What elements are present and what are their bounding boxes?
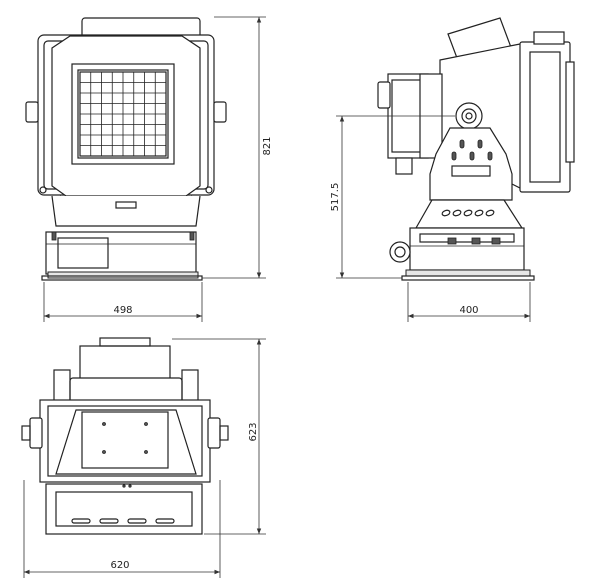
side-view xyxy=(377,17,575,281)
dimension-top-height: 623 xyxy=(172,338,266,535)
dimension-front-height: 821 xyxy=(202,16,273,279)
label-side-width: 400 xyxy=(459,305,478,316)
label-side-height: 517.5 xyxy=(330,183,341,212)
dimension-side-height: 517.5 xyxy=(330,115,455,279)
top-view xyxy=(21,337,229,535)
lens-grid xyxy=(79,71,167,157)
dimension-front-width: 498 xyxy=(43,282,203,322)
top-base-slots xyxy=(71,518,175,524)
dimension-top-width: 620 xyxy=(23,480,221,578)
label-top-width: 620 xyxy=(110,560,129,571)
label-top-height: 623 xyxy=(248,422,259,441)
base-slots xyxy=(441,209,495,217)
label-front-height: 821 xyxy=(262,136,273,155)
dimension-side-width: 400 xyxy=(407,282,531,322)
front-view xyxy=(25,17,227,281)
yoke-slots xyxy=(451,139,493,161)
label-front-width: 498 xyxy=(113,305,132,316)
